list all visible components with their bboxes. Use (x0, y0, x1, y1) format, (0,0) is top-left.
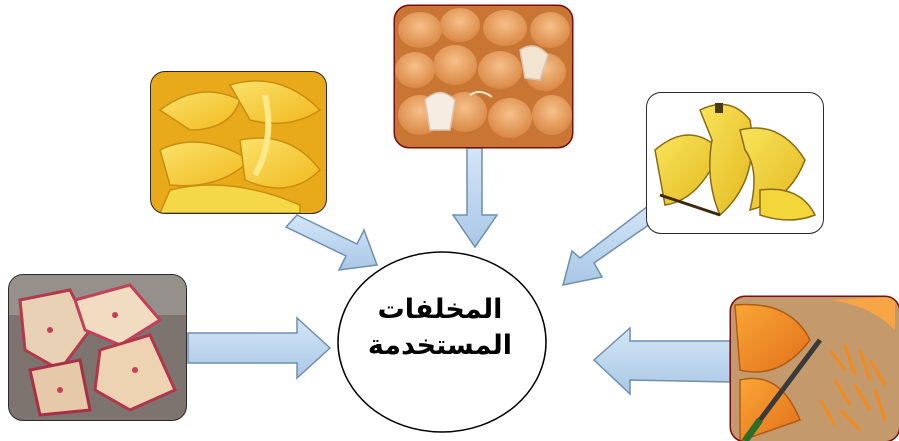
center-label: المخلفات المستخدمة (340, 292, 540, 364)
arrow-from-orange (592, 326, 731, 396)
arrow-from-pomegranate (187, 316, 332, 380)
image-banana-peels (646, 92, 824, 234)
image-pomegranate-peels (8, 274, 187, 421)
center-label-line1: المخلفات (377, 294, 503, 325)
image-orange-peels (729, 295, 899, 441)
image-lemon-peels (150, 71, 327, 214)
center-ellipse (337, 251, 547, 433)
arrow-from-banana (561, 201, 661, 286)
arrow-from-lemon (284, 214, 379, 271)
image-eggshells (393, 4, 574, 149)
arrow-from-eggshells (451, 147, 499, 249)
center-label-line2: المستخدمة (367, 330, 513, 361)
